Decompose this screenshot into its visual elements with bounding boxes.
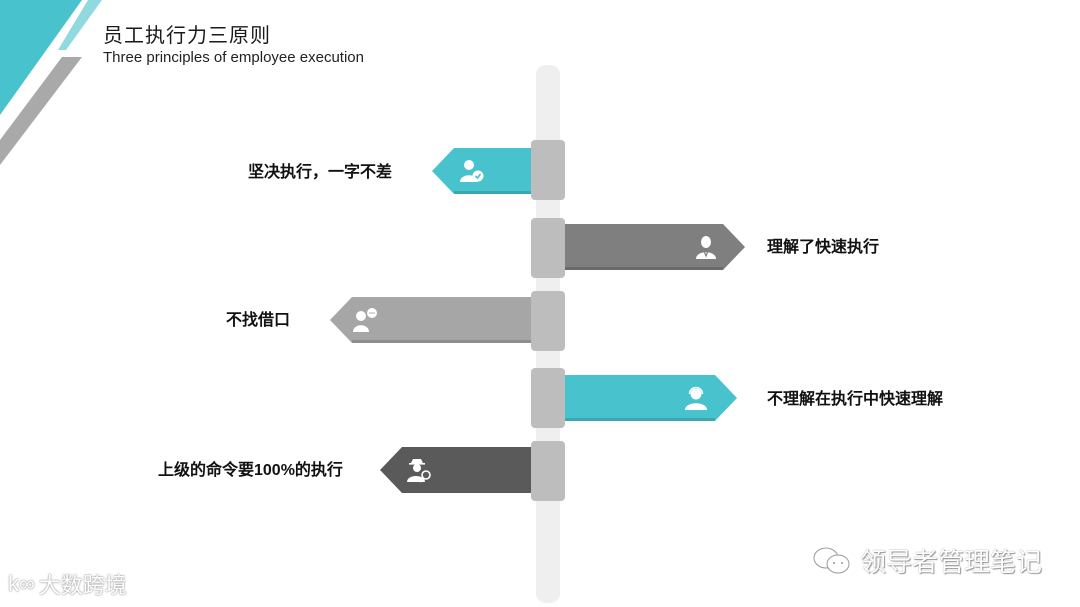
sign-label-5: 上级的命令要100%的执行 — [158, 462, 343, 479]
wechat-icon — [813, 547, 850, 573]
watermark-left: k∞ 大数跨境 — [8, 568, 127, 600]
page-title: 员工执行力三原则 — [103, 25, 271, 47]
sign-arrow-shape — [432, 148, 534, 194]
sign-label-3: 不找借口 — [226, 312, 291, 329]
watermark-right: 领导者管理笔记 — [812, 542, 1042, 579]
sign-arrow-shape — [380, 447, 534, 493]
pole-clamp-2 — [531, 218, 565, 278]
detective-search-icon — [407, 459, 431, 483]
businesswoman-icon — [696, 236, 716, 259]
sign-arrow-shape — [565, 375, 737, 421]
sign-2 — [565, 224, 745, 270]
sign-arrow-shape — [330, 297, 534, 343]
sign-3 — [330, 297, 534, 343]
watermark-left-text: 大数跨境 — [38, 573, 127, 598]
title-block: 员工执行力三原则 Three principles of employee ex… — [103, 24, 364, 67]
user-check-icon — [460, 160, 484, 182]
corner-decoration — [0, 0, 102, 165]
page-subtitle: Three principles of employee execution — [103, 49, 364, 66]
user-chat-icon — [353, 308, 377, 332]
pole-clamp-4 — [531, 368, 565, 428]
pole-clamp-3 — [531, 291, 565, 351]
sign-label-4: 不理解在执行中快速理解 — [767, 391, 944, 408]
sign-label-2: 理解了快速执行 — [767, 239, 880, 256]
headset-user-icon — [685, 386, 707, 410]
sign-1 — [432, 148, 534, 194]
pole-clamp-1 — [531, 140, 565, 200]
watermark-logo-icon: k∞ — [8, 571, 35, 596]
watermark-right-text: 领导者管理笔记 — [860, 547, 1043, 577]
sign-label-1: 坚决执行，一字不差 — [248, 164, 393, 181]
sign-4 — [565, 375, 737, 421]
sign-5 — [380, 447, 534, 493]
pole-clamp-5 — [531, 441, 565, 501]
